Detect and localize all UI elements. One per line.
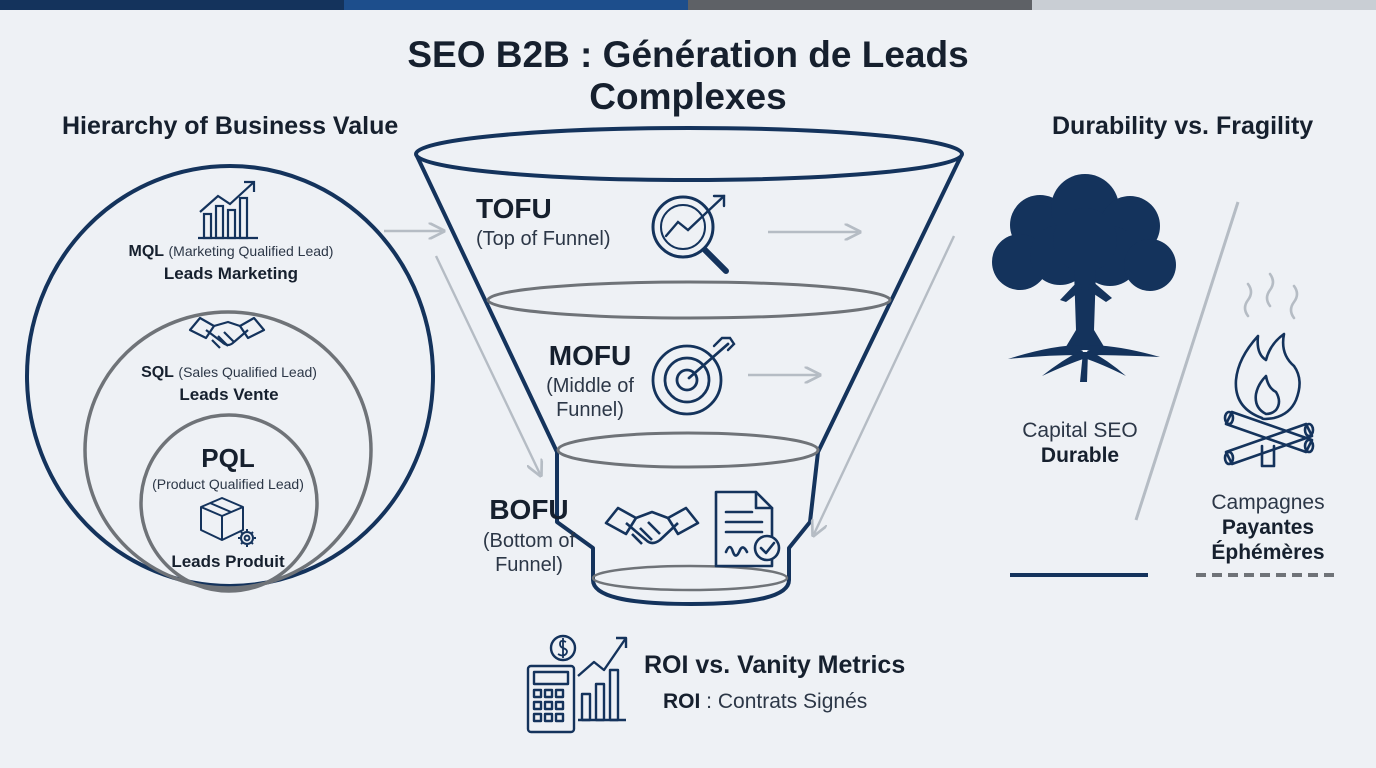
tofu-label: TOFU	[476, 193, 552, 224]
tree-icon	[992, 174, 1176, 382]
fragile-line-1: Campagnes	[1211, 491, 1325, 514]
top-bar-segment-4	[1032, 0, 1376, 10]
roi-line-bold: ROI	[663, 690, 701, 713]
mql-full: (Marketing Qualified Lead)	[168, 243, 334, 259]
flow-arrows	[384, 231, 956, 534]
durable-line-2: Durable	[1000, 443, 1160, 468]
top-bar-segment-2	[344, 0, 688, 10]
handshake-icon	[188, 316, 266, 349]
target-arrow-icon	[651, 336, 736, 416]
top-color-bar	[0, 0, 1376, 10]
magnifier-chart-icon	[651, 194, 729, 274]
pql-full-label: (Product Qualified Lead)	[130, 476, 326, 494]
sql-name: Leads Vente	[179, 385, 279, 404]
fragile-line-3-bold: Éphémères	[1211, 541, 1325, 564]
bofu-label: BOFU	[489, 494, 569, 525]
mql-name: Leads Marketing	[163, 264, 299, 283]
product-box-gear-icon	[200, 497, 256, 547]
fragile-line-2-bold: Payantes	[1221, 516, 1315, 539]
fragile-line-3: Éphémères	[1190, 540, 1346, 565]
bofu-full-2: Funnel)	[495, 554, 563, 576]
mql-abbr: MQL	[128, 243, 165, 260]
roi-heading: ROI vs. Vanity Metrics	[644, 651, 906, 679]
durability-heading: Durability vs. Fragility	[1052, 112, 1314, 140]
tofu-full: (Top of Funnel)	[476, 228, 611, 250]
pql-abbr: PQL	[201, 443, 255, 473]
mofu-full-2: Funnel)	[556, 399, 624, 421]
page-title: SEO B2B : Génération de Leads Complexes	[407, 34, 969, 117]
durable-line-2-bold: Durable	[1040, 444, 1120, 467]
pql-ellipse	[139, 413, 319, 593]
sql-ellipse	[83, 310, 373, 590]
mofu-full-1: (Middle of	[546, 375, 634, 397]
pql-full: (Product Qualified Lead)	[152, 476, 304, 492]
fragile-line-2: Payantes	[1190, 515, 1346, 540]
sql-abbr: SQL	[141, 364, 174, 381]
bofu-handshake-icon	[604, 506, 700, 545]
durable-line-1: Capital SEO	[1022, 419, 1138, 442]
divider-slash	[1134, 201, 1240, 521]
mofu-label: MOFU	[548, 340, 632, 371]
top-bar-segment-1	[0, 0, 344, 10]
mql-ellipse	[25, 164, 435, 588]
pql-name: Leads Produit	[171, 552, 285, 571]
mql-label: MQL (Marketing Qualified Lead)	[100, 243, 362, 261]
top-bar-segment-3	[688, 0, 1032, 10]
growth-chart-icon	[198, 180, 258, 240]
sql-label: SQL (Sales Qualified Lead)	[98, 364, 360, 382]
roi-line-rest: : Contrats Signés	[700, 690, 868, 713]
calculator-growth-icon	[526, 634, 628, 734]
hierarchy-heading: Hierarchy of Business Value	[62, 112, 399, 140]
sql-full: (Sales Qualified Lead)	[178, 364, 317, 380]
roi-line: ROI : Contrats Signés	[663, 690, 867, 714]
campfire-icon	[1223, 272, 1315, 468]
signed-contract-icon	[714, 490, 781, 568]
bofu-full-1: (Bottom of	[482, 530, 576, 552]
